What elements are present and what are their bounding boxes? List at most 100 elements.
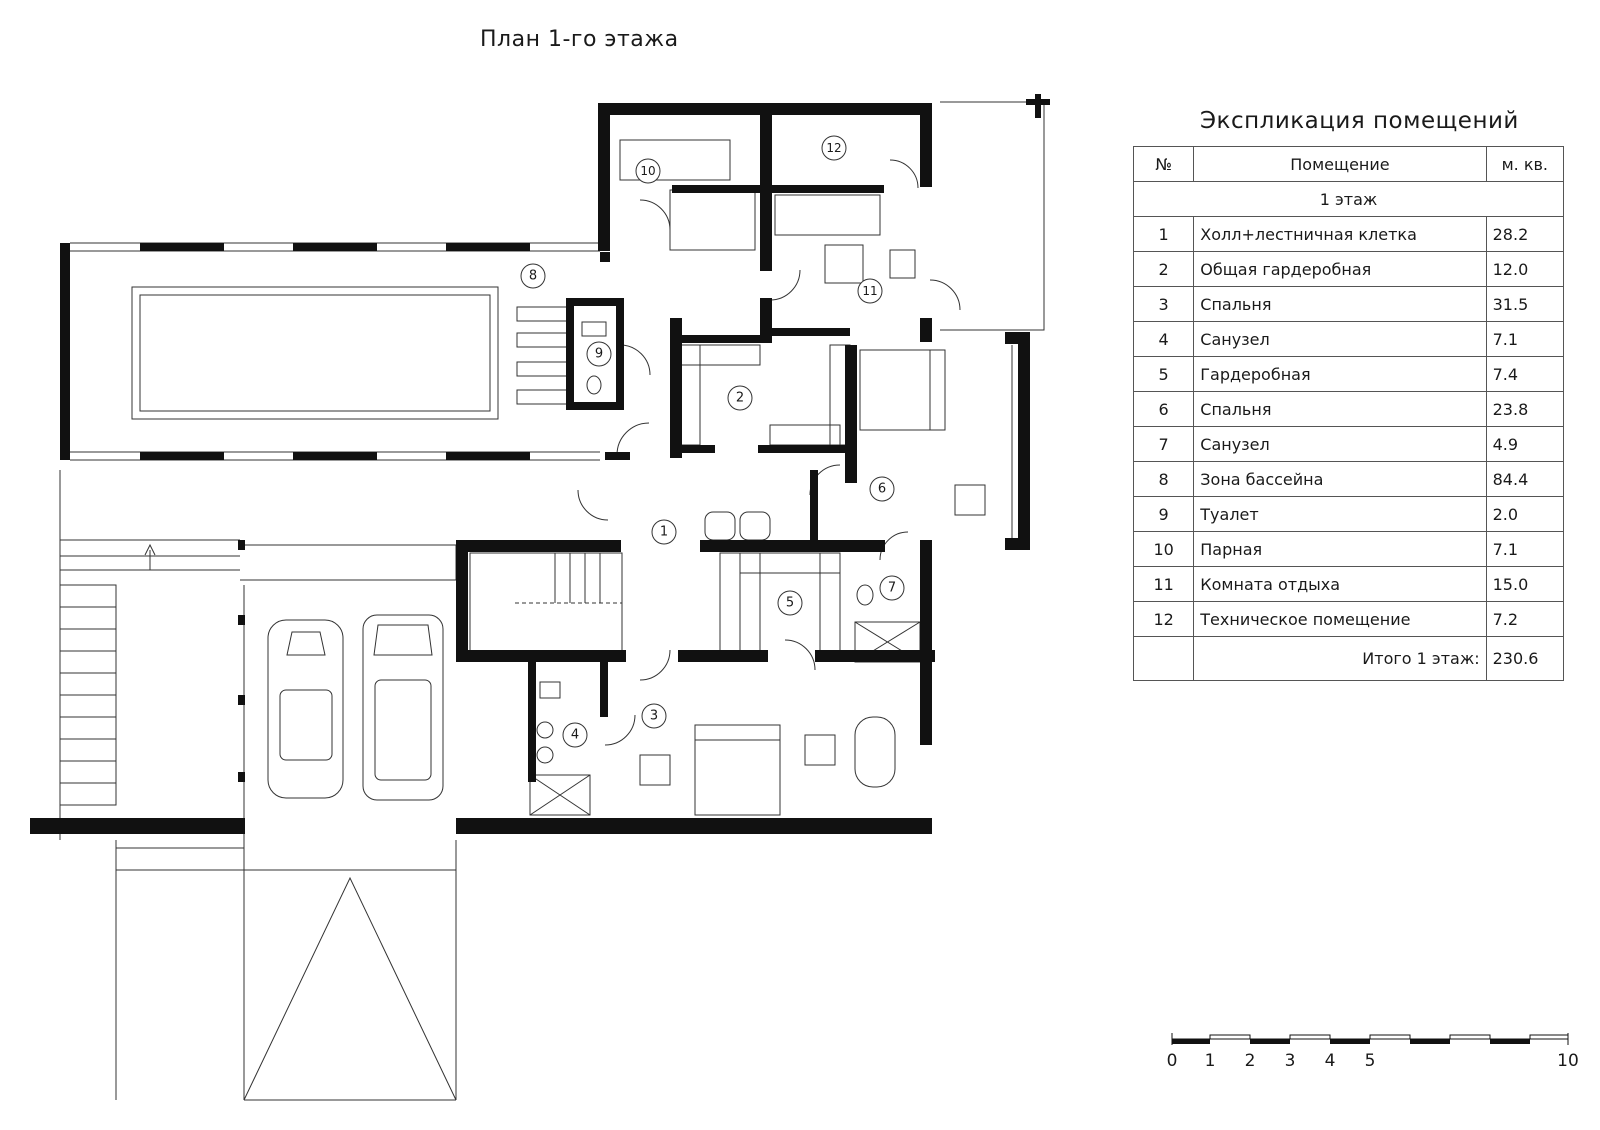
car-left xyxy=(267,619,344,799)
driveway-gate xyxy=(243,876,457,1101)
col-header-area: м. кв. xyxy=(1485,146,1565,182)
room-marker-2 xyxy=(727,385,753,411)
scale-tick-2: 2 xyxy=(1244,1051,1256,1071)
explication-header-row: № Помещение м. кв. xyxy=(1132,146,1565,182)
room-number: 7 xyxy=(1132,426,1195,462)
sun-loungers xyxy=(516,306,568,405)
total-value: 230.6 xyxy=(1485,636,1565,681)
room-number: 10 xyxy=(1132,531,1195,567)
room-marker-8-label: 8 xyxy=(529,269,537,284)
walls xyxy=(30,103,1030,834)
room-marker-9 xyxy=(586,341,612,367)
room-area: 84.4 xyxy=(1485,461,1565,497)
room-name: Общая гардеробная xyxy=(1193,251,1487,287)
room-marker-8 xyxy=(520,263,546,289)
room-area: 23.8 xyxy=(1485,391,1565,427)
room-marker-5 xyxy=(777,590,803,616)
room-area: 31.5 xyxy=(1485,286,1565,322)
room-name: Гардеробная xyxy=(1193,356,1487,392)
room-marker-11-label: 11 xyxy=(862,284,877,298)
room-marker-12-label: 12 xyxy=(826,141,841,155)
room-marker-3 xyxy=(641,703,667,729)
room-number: 2 xyxy=(1132,251,1195,287)
total-row: Итого 1 этаж:230.6 xyxy=(1132,636,1565,681)
room-marker-11 xyxy=(857,278,883,304)
room-marker-6 xyxy=(869,476,895,502)
room-marker-7 xyxy=(879,575,905,601)
scale-bar: 0 1 2 3 4 5 10 xyxy=(1166,1030,1579,1080)
room-area: 28.2 xyxy=(1485,216,1565,252)
room-name: Холл+лестничная клетка xyxy=(1193,216,1487,252)
floor-plan-title: План 1-го этажа xyxy=(480,27,679,52)
room-number: 6 xyxy=(1132,391,1195,427)
room-number: 9 xyxy=(1132,496,1195,532)
room-number: 11 xyxy=(1132,566,1195,602)
bed-3 xyxy=(694,724,781,816)
room-marker-7-label: 7 xyxy=(888,581,896,596)
room-area: 15.0 xyxy=(1485,566,1565,602)
scale-tick-10: 10 xyxy=(1557,1051,1579,1071)
room-name: Спальня xyxy=(1193,391,1487,427)
floor-plan-drawing: 1 2 3 4 5 6 7 8 9 10 11 12 xyxy=(30,94,1050,1101)
room-marker-4 xyxy=(562,722,588,748)
room-name: Спальня xyxy=(1193,286,1487,322)
terrace-steps xyxy=(59,584,117,806)
staircase xyxy=(469,552,623,654)
room-name: Парная xyxy=(1193,531,1487,567)
car-right xyxy=(362,614,444,801)
bathtub xyxy=(854,716,896,788)
room-marker-6-label: 6 xyxy=(878,482,886,497)
room-marker-1 xyxy=(651,519,677,545)
bed-6 xyxy=(859,349,946,431)
scale-bar-graphic xyxy=(1171,1033,1569,1045)
room-marker-4-label: 4 xyxy=(571,728,579,743)
room-area: 7.1 xyxy=(1485,531,1565,567)
explication-title: Экспликация помещений xyxy=(1200,108,1519,134)
col-header-number: № xyxy=(1132,146,1195,182)
floor-label: 1 этаж xyxy=(1133,181,1564,217)
col-header-room: Помещение xyxy=(1193,146,1487,182)
room-area: 7.4 xyxy=(1485,356,1565,392)
room-number: 8 xyxy=(1132,461,1195,497)
room-name: Санузел xyxy=(1193,426,1487,462)
room-number: 3 xyxy=(1132,286,1195,322)
room-number: 1 xyxy=(1132,216,1195,252)
room-area: 7.2 xyxy=(1485,601,1565,637)
scale-tick-0: 0 xyxy=(1166,1051,1178,1071)
room-marker-9-label: 9 xyxy=(595,347,603,362)
room-name: Техническое помещение xyxy=(1193,601,1487,637)
room-marker-10-label: 10 xyxy=(640,164,655,178)
room-marker-3-label: 3 xyxy=(650,709,658,724)
scale-tick-4: 4 xyxy=(1324,1051,1336,1071)
total-label: Итого 1 этаж: xyxy=(1193,636,1487,681)
room-marker-5-label: 5 xyxy=(786,596,794,611)
scale-tick-3: 3 xyxy=(1284,1051,1296,1071)
room-area: 2.0 xyxy=(1485,496,1565,532)
scale-tick-5: 5 xyxy=(1364,1051,1376,1071)
swimming-pool xyxy=(131,286,499,420)
room-marker-10 xyxy=(635,158,661,184)
total-empty-cell xyxy=(1132,636,1195,681)
room-name: Санузел xyxy=(1193,321,1487,357)
room-number: 4 xyxy=(1132,321,1195,357)
room-marker-12 xyxy=(821,135,847,161)
room-name: Зона бассейна xyxy=(1193,461,1487,497)
room-marker-1-label: 1 xyxy=(660,525,668,540)
room-number: 5 xyxy=(1132,356,1195,392)
room-area: 12.0 xyxy=(1485,251,1565,287)
room-area: 4.9 xyxy=(1485,426,1565,462)
room-area: 7.1 xyxy=(1485,321,1565,357)
